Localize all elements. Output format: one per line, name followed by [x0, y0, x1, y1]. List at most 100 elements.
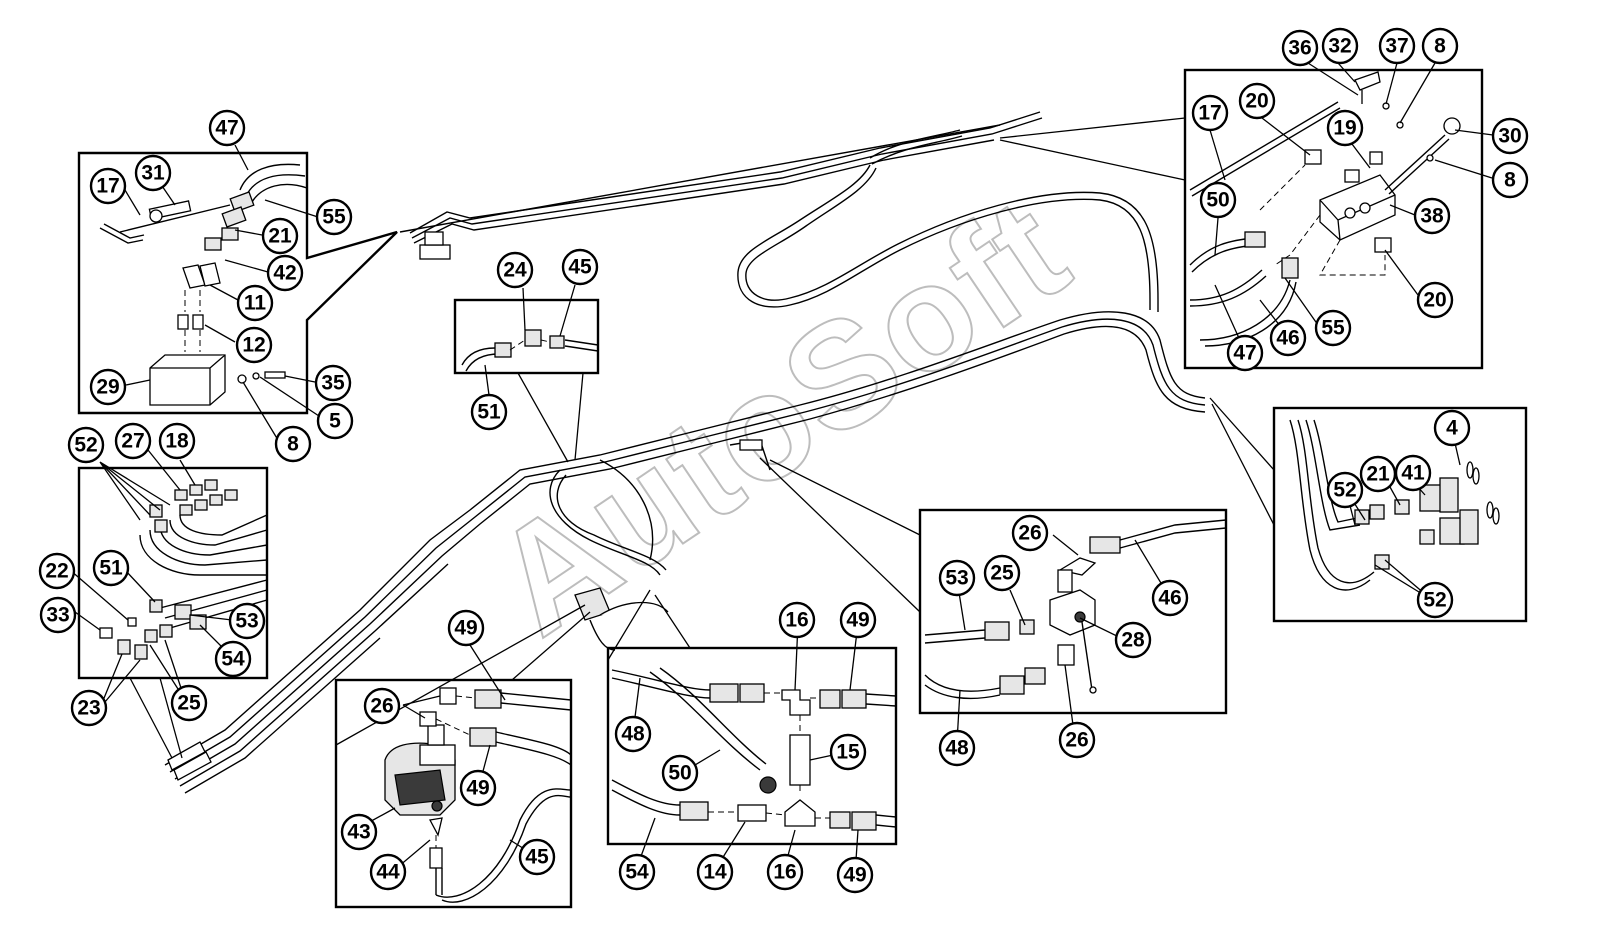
svg-text:47: 47	[215, 117, 238, 140]
inset-couplers-left-parts	[99, 479, 268, 660]
svg-text:28: 28	[1121, 629, 1145, 652]
balloon-45: 45	[561, 248, 599, 286]
svg-text:18: 18	[165, 430, 189, 453]
balloon-31: 31	[134, 154, 172, 192]
balloon-38: 38	[1413, 197, 1451, 235]
balloon-33: 33	[39, 596, 77, 634]
svg-text:52: 52	[1333, 479, 1356, 502]
balloon-15: 15	[829, 733, 867, 771]
balloon-23: 23	[70, 689, 108, 727]
balloon-21: 21	[1359, 455, 1397, 493]
svg-text:17: 17	[1198, 102, 1221, 125]
svg-text:32: 32	[1328, 35, 1351, 58]
svg-text:49: 49	[466, 777, 489, 800]
balloon-50: 50	[1199, 181, 1237, 219]
inset-couplers-right	[1272, 406, 1528, 623]
svg-text:16: 16	[785, 609, 808, 632]
svg-text:54: 54	[221, 648, 245, 671]
balloon-14: 14	[696, 853, 734, 891]
balloon-42: 42	[266, 254, 304, 292]
svg-text:46: 46	[1158, 587, 1181, 610]
inset-couplers-left	[77, 466, 269, 680]
svg-text:38: 38	[1420, 205, 1444, 228]
balloon-16: 16	[766, 853, 804, 891]
balloon-20: 20	[1416, 281, 1454, 319]
svg-text:8: 8	[287, 433, 299, 456]
inset-tee-hoses-parts	[611, 667, 897, 831]
balloon-30: 30	[1491, 117, 1529, 155]
balloon-8: 8	[274, 425, 312, 463]
balloon-19: 19	[1326, 109, 1364, 147]
svg-text:22: 22	[45, 560, 68, 583]
balloon-46: 46	[1151, 579, 1189, 617]
svg-text:29: 29	[96, 376, 119, 399]
svg-text:25: 25	[990, 562, 1014, 585]
svg-text:35: 35	[321, 372, 345, 395]
inset-tee-fitting	[453, 298, 600, 375]
svg-text:37: 37	[1385, 35, 1408, 58]
svg-text:51: 51	[477, 401, 501, 424]
balloon-48: 48	[938, 729, 976, 767]
svg-text:47: 47	[1233, 342, 1256, 365]
balloon-36: 36	[1281, 29, 1319, 67]
watermark: AutoSoft	[464, 164, 1096, 666]
balloon-47: 47	[208, 109, 246, 147]
balloon-41: 41	[1394, 454, 1432, 492]
svg-text:48: 48	[945, 737, 969, 760]
svg-text:11: 11	[244, 292, 267, 315]
balloon-43: 43	[340, 813, 378, 851]
inset-ball-valve-parts	[924, 519, 1227, 700]
balloon-26: 26	[363, 687, 401, 725]
balloon-46: 46	[1269, 319, 1307, 357]
balloon-47: 47	[1226, 334, 1264, 372]
balloon-45: 45	[518, 838, 556, 876]
svg-text:52: 52	[74, 434, 97, 457]
svg-text:30: 30	[1498, 125, 1521, 148]
svg-text:46: 46	[1276, 327, 1299, 350]
balloon-53: 53	[938, 559, 976, 597]
inset-tee-fitting-parts	[461, 329, 599, 372]
balloon-51: 51	[92, 549, 130, 587]
svg-text:31: 31	[141, 162, 165, 185]
balloon-37: 37	[1378, 27, 1416, 65]
svg-text:55: 55	[322, 206, 346, 229]
balloon-49: 49	[447, 609, 485, 647]
svg-text:45: 45	[525, 846, 549, 869]
svg-text:45: 45	[568, 256, 592, 279]
balloon-50: 50	[661, 754, 699, 792]
svg-text:49: 49	[846, 609, 869, 632]
balloon-24: 24	[496, 251, 534, 289]
balloon-27: 27	[114, 422, 152, 460]
svg-text:8: 8	[1434, 35, 1446, 58]
balloon-25: 25	[170, 684, 208, 722]
svg-text:36: 36	[1288, 37, 1311, 60]
balloon-52: 52	[1416, 581, 1454, 619]
balloon-35: 35	[314, 364, 352, 402]
svg-text:49: 49	[843, 864, 866, 887]
balloon-54: 54	[214, 640, 252, 678]
inset-front-valve-parts	[99, 163, 308, 406]
balloon-49: 49	[459, 769, 497, 807]
balloon-16: 16	[778, 601, 816, 639]
svg-text:16: 16	[773, 861, 796, 884]
balloon-21: 21	[261, 217, 299, 255]
balloon-28: 28	[1114, 621, 1152, 659]
svg-text:48: 48	[621, 723, 645, 746]
svg-text:24: 24	[503, 259, 527, 282]
inset-front-valve	[77, 151, 398, 415]
svg-text:51: 51	[99, 557, 123, 580]
svg-text:14: 14	[703, 861, 727, 884]
svg-text:50: 50	[668, 762, 691, 785]
svg-text:5: 5	[329, 410, 341, 433]
balloon-54: 54	[618, 853, 656, 891]
inset-couplers-right-parts	[1289, 419, 1500, 591]
svg-text:54: 54	[625, 861, 649, 884]
balloon-17: 17	[89, 167, 127, 205]
balloon-12: 12	[235, 326, 273, 364]
balloon-51: 51	[470, 393, 508, 431]
svg-text:4: 4	[1446, 417, 1458, 440]
svg-text:20: 20	[1245, 90, 1268, 113]
main-hose-routing	[164, 111, 1206, 794]
balloon-26: 26	[1058, 721, 1096, 759]
svg-text:20: 20	[1423, 289, 1446, 312]
